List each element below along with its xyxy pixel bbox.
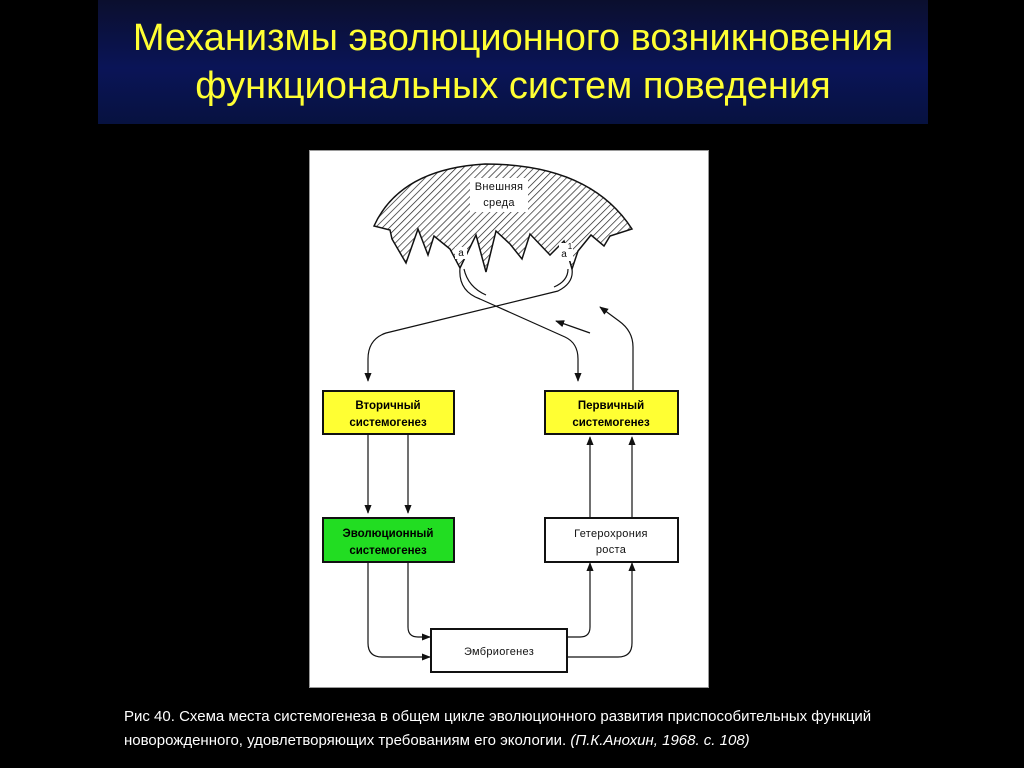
title-line-2: функциональных систем поведения — [195, 65, 831, 107]
figure-caption: Рис 40. Схема места системогенеза в обще… — [124, 705, 924, 753]
label-a1-bg — [559, 243, 573, 261]
arrow-embryogenesis-to-heterochrony-inner — [567, 562, 594, 638]
box-secondary-systemogenesis: Вторичный системогенез — [322, 390, 455, 435]
arrow-primary-to-crossing — [555, 320, 591, 334]
line-left-outer-to-primary — [463, 268, 487, 296]
box-heterochrony-line-2: роста — [596, 544, 627, 556]
label-a1-superscript: 1 — [568, 242, 573, 251]
caption-text: Рис 40. Схема места системогенеза в обще… — [124, 708, 872, 749]
box-evolutionary-line-1: Эволюционный — [343, 528, 434, 540]
box-heterochrony-line-1: Гетерохрония — [574, 528, 648, 540]
box-embryogenesis: Эмбриогенез — [430, 628, 568, 673]
box-heterochrony-growth: Гетерохрония роста — [544, 517, 679, 563]
line-left-tooth-to-primary — [459, 267, 582, 382]
arrow-evolutionary-to-embryogenesis-inner — [407, 563, 431, 641]
box-secondary-line-1: Вторичный — [355, 400, 420, 412]
line-right-tooth-to-secondary — [364, 268, 573, 382]
environment-label-bg — [470, 178, 528, 212]
environment-label-line-1: Внешняя — [475, 181, 523, 193]
box-primary-systemogenesis: Первичный системогенез — [544, 390, 679, 435]
label-a: а — [458, 248, 464, 259]
caption-author: (П.К.Анохин, 1968. с. 108) — [570, 732, 750, 749]
arrow-embryogenesis-to-heterochrony-outer — [567, 562, 636, 658]
title-line-1: Механизмы эволюционного возникновения — [132, 17, 894, 59]
label-a-bg — [455, 247, 467, 259]
box-evolutionary-systemogenesis: Эволюционный системогенез — [322, 517, 455, 563]
slide-title: Механизмы эволюционного возникновения фу… — [98, 14, 928, 110]
environment-label-line-2: среда — [483, 197, 515, 209]
box-primary-line-1: Первичный — [578, 400, 644, 412]
systemogenesis-diagram: Внешняя среда а а 1 — [322, 163, 679, 673]
diagram-figure: Внешняя среда а а 1 — [309, 150, 709, 688]
box-primary-line-2: системогенез — [572, 417, 650, 429]
box-secondary-line-2: системогенез — [349, 417, 427, 429]
label-a1: а — [561, 249, 567, 260]
arrow-evolutionary-to-embryogenesis-outer — [367, 563, 431, 661]
box-evolutionary-line-2: системогенез — [349, 545, 427, 557]
arrow-primary-to-environment — [599, 306, 634, 391]
box-embryogenesis-label: Эмбриогенез — [464, 646, 534, 658]
title-band — [98, 0, 928, 124]
line-right-outer — [553, 268, 569, 288]
